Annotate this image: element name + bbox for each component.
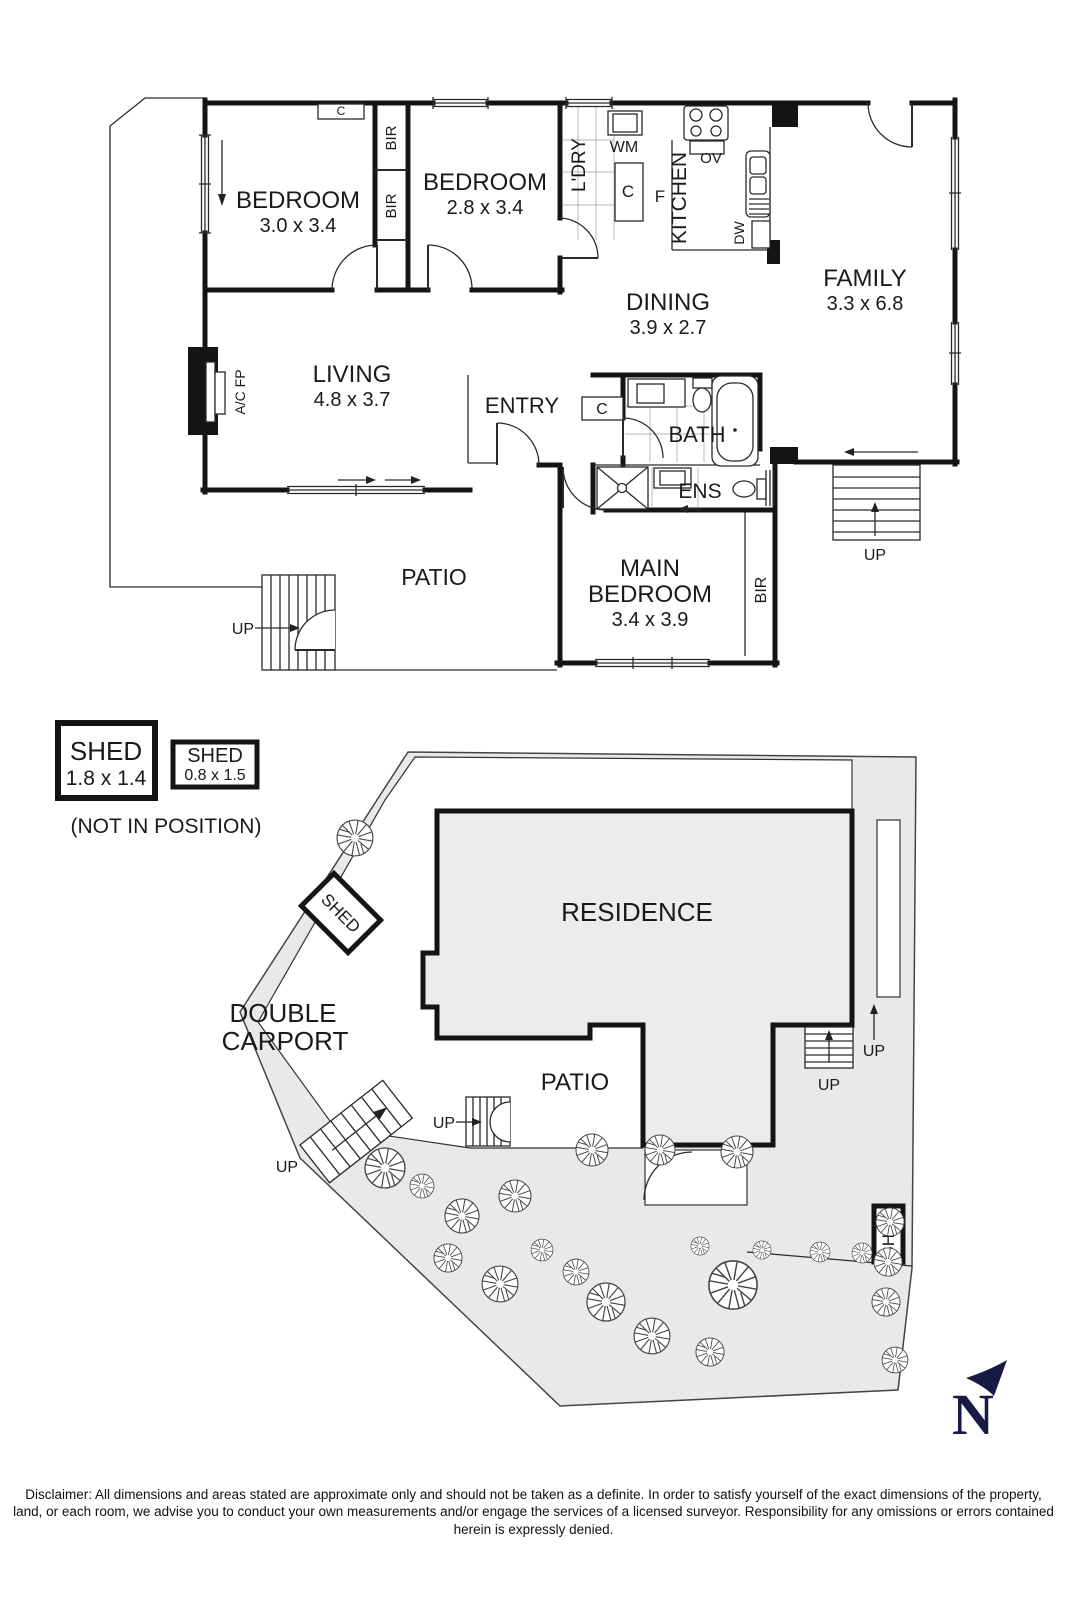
floor-plan: BEDROOM 3.0 x 3.4 BEDROOM 2.8 x 3.4 LIVI… [109, 97, 961, 671]
wm-label: WM [610, 139, 638, 156]
room-dims-living: 4.8 x 3.7 [314, 389, 391, 411]
bir-dividers [375, 169, 408, 241]
door-arcs [331, 102, 913, 511]
shed-legend: SHED 1.8 x 1.4 SHED 0.8 x 1.5 (NOT IN PO… [55, 720, 262, 838]
fridge-label: F [655, 187, 665, 206]
residence-footprint [420, 808, 855, 1148]
shed-legend-note: (NOT IN POSITION) [71, 815, 262, 838]
side-path [876, 819, 901, 998]
dw-label: DW [731, 221, 747, 245]
up-label: UP [818, 1077, 840, 1094]
closet-label: C [596, 401, 608, 418]
patio-label: PATIO [541, 1069, 609, 1096]
up-label: UP [433, 1115, 455, 1132]
bir-label: BIR [383, 125, 400, 150]
bir-label: BIR [383, 193, 400, 218]
room-label-entry: ENTRY [485, 393, 559, 418]
room-dims-bedroom2: 2.8 x 3.4 [447, 197, 524, 219]
up-label: UP [864, 547, 886, 564]
north-arrow-icon: N [952, 1360, 1007, 1447]
disclaimer-text: Disclaimer: All dimensions and areas sta… [13, 1487, 1054, 1537]
room-label-bedroom2: BEDROOM [423, 169, 547, 196]
up-label: UP [276, 1159, 298, 1176]
carport-label-1: DOUBLE [230, 998, 337, 1028]
ac-fp-label: A/C FP [232, 369, 248, 414]
closet-label: C [337, 104, 346, 118]
room-label-main-bedroom-2: BEDROOM [588, 581, 712, 608]
room-label-dining: DINING [626, 289, 710, 316]
entry-wall [467, 375, 497, 464]
up-label: UP [232, 621, 254, 638]
room-label-bath: BATH [668, 422, 725, 447]
direction-arrows [218, 140, 421, 484]
shed-legend-dims: 1.8 x 1.4 [66, 767, 147, 790]
shed-legend-name: SHED [187, 745, 243, 767]
shed-legend-name: SHED [70, 736, 142, 766]
room-dims-bedroom1: 3.0 x 3.4 [260, 215, 337, 237]
stairs [255, 574, 336, 671]
gate-arc [643, 1151, 693, 1201]
laundry-tiles [562, 107, 615, 240]
shed-marker: SHED [297, 869, 385, 957]
room-label-family: FAMILY [823, 265, 907, 292]
room-label-laundry: L'DRY [569, 138, 590, 192]
closet-label: C [622, 182, 634, 201]
dishwasher-icon [751, 220, 771, 249]
toilet-icon [692, 377, 713, 389]
shed-legend-dims: 0.8 x 1.5 [184, 767, 245, 784]
room-label-living: LIVING [313, 361, 392, 388]
stairs [804, 1026, 854, 1069]
wall-block [770, 447, 798, 464]
ov-label: OV [700, 150, 722, 167]
stairs [299, 1079, 414, 1184]
bir-label: BIR [753, 577, 770, 604]
residence-label: RESIDENCE [561, 897, 713, 927]
wall-block [772, 103, 798, 127]
toilet-icon [732, 480, 756, 498]
room-dims-main-bedroom: 3.4 x 3.9 [612, 609, 689, 631]
ac-unit [205, 361, 216, 423]
window [199, 97, 961, 669]
cooktop-icon [683, 105, 729, 141]
patio-outline [109, 97, 557, 671]
fixtures [317, 103, 775, 513]
room-label-kitchen: KITCHEN [668, 152, 691, 244]
stairs [456, 1096, 511, 1147]
room-label-main-bedroom-1: MAIN [620, 555, 680, 582]
north-label: N [952, 1382, 994, 1447]
up-arrow [870, 1004, 878, 1040]
oven-icon [689, 140, 725, 155]
ac-unit [214, 371, 226, 415]
room-dims-family: 3.3 x 6.8 [827, 293, 904, 315]
up-label: UP [863, 1043, 885, 1060]
shed-legend-box-large [55, 720, 158, 801]
room-label-ens: ENS [678, 480, 721, 503]
carport-label-2: CARPORT [222, 1026, 349, 1056]
stairs [832, 448, 921, 541]
room-label-bedroom1: BEDROOM [236, 187, 360, 214]
shed-legend-box-small [170, 739, 260, 790]
site-plan: SHED SHED [222, 751, 917, 1407]
room-label-patio: PATIO [401, 564, 467, 590]
room-dims-dining: 3.9 x 2.7 [630, 317, 707, 339]
